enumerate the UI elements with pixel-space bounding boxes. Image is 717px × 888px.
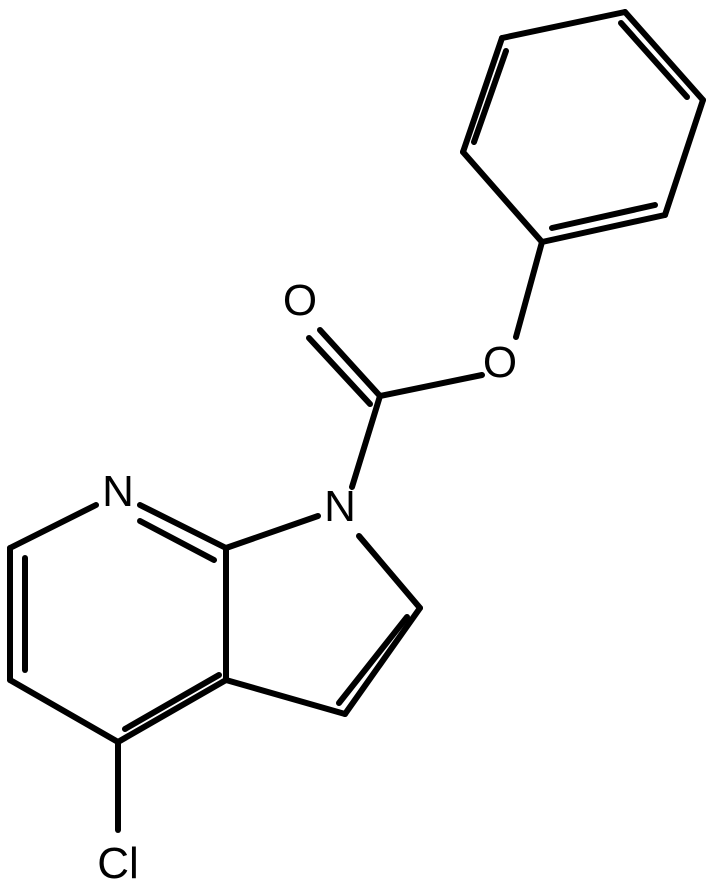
bond-c7a-n7 bbox=[137, 502, 229, 551]
phenyl-ring bbox=[460, 9, 706, 245]
bond-ph4 bbox=[622, 9, 706, 103]
bond-c-n bbox=[349, 393, 383, 490]
bond-c2-c3 bbox=[342, 605, 423, 717]
bond-ph3 bbox=[499, 9, 628, 41]
atom-o-carbonyl: O bbox=[283, 276, 317, 325]
atom-cl: Cl bbox=[97, 839, 139, 888]
bond-ph-inner1 bbox=[471, 48, 509, 145]
bond-o-c bbox=[377, 372, 485, 399]
atom-labels: O O N N Cl bbox=[97, 276, 517, 888]
atom-n-pyridine: N bbox=[102, 467, 134, 516]
bond-n7-c6 bbox=[7, 502, 99, 551]
bond-ph5 bbox=[662, 97, 706, 218]
bond-c4-c3a bbox=[115, 677, 229, 745]
bond-c4-c3a-inner bbox=[122, 672, 222, 732]
bond-c7a-n7-inner bbox=[137, 518, 217, 563]
bond-c-o-double-a bbox=[317, 327, 383, 399]
atom-n-pyrrole: N bbox=[324, 482, 356, 531]
bond-ph1 bbox=[460, 149, 545, 245]
bond-ph6 bbox=[539, 212, 668, 245]
pyrrole-ring bbox=[223, 513, 423, 717]
bond-c2-c3-inner bbox=[336, 614, 410, 706]
bond-c5-c4 bbox=[7, 677, 121, 745]
ester-group bbox=[306, 239, 545, 490]
bond-n1-c2 bbox=[356, 533, 423, 611]
pyridine-ring bbox=[7, 502, 229, 833]
bond-c7a-n1 bbox=[223, 513, 321, 551]
bond-ph-o bbox=[513, 239, 545, 340]
bond-c3-c3a bbox=[223, 677, 348, 717]
bond-ph-inner2 bbox=[618, 20, 690, 100]
bond-c-o-double-b bbox=[306, 335, 373, 407]
bond-ph-inner3 bbox=[549, 202, 658, 231]
bond-ph2 bbox=[460, 35, 505, 155]
atom-o-ester: O bbox=[483, 338, 517, 387]
